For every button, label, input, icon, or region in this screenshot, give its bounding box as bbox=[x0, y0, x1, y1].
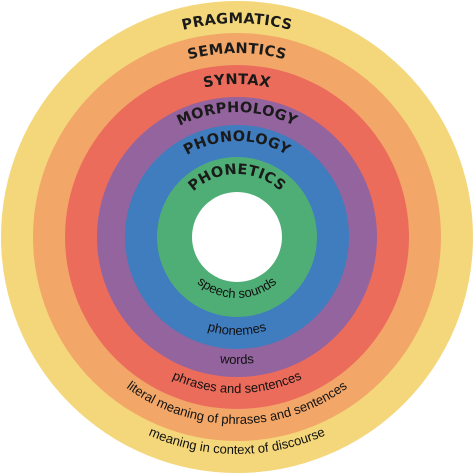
title-pragmatics: PRAGMATICS bbox=[180, 11, 293, 34]
description-phonology: phonemes bbox=[206, 319, 268, 338]
title-semantics: SEMANTICS bbox=[186, 41, 288, 63]
description-morphology: words bbox=[218, 351, 255, 367]
center-hole bbox=[192, 192, 282, 282]
title-syntax: SYNTAX bbox=[202, 72, 272, 92]
